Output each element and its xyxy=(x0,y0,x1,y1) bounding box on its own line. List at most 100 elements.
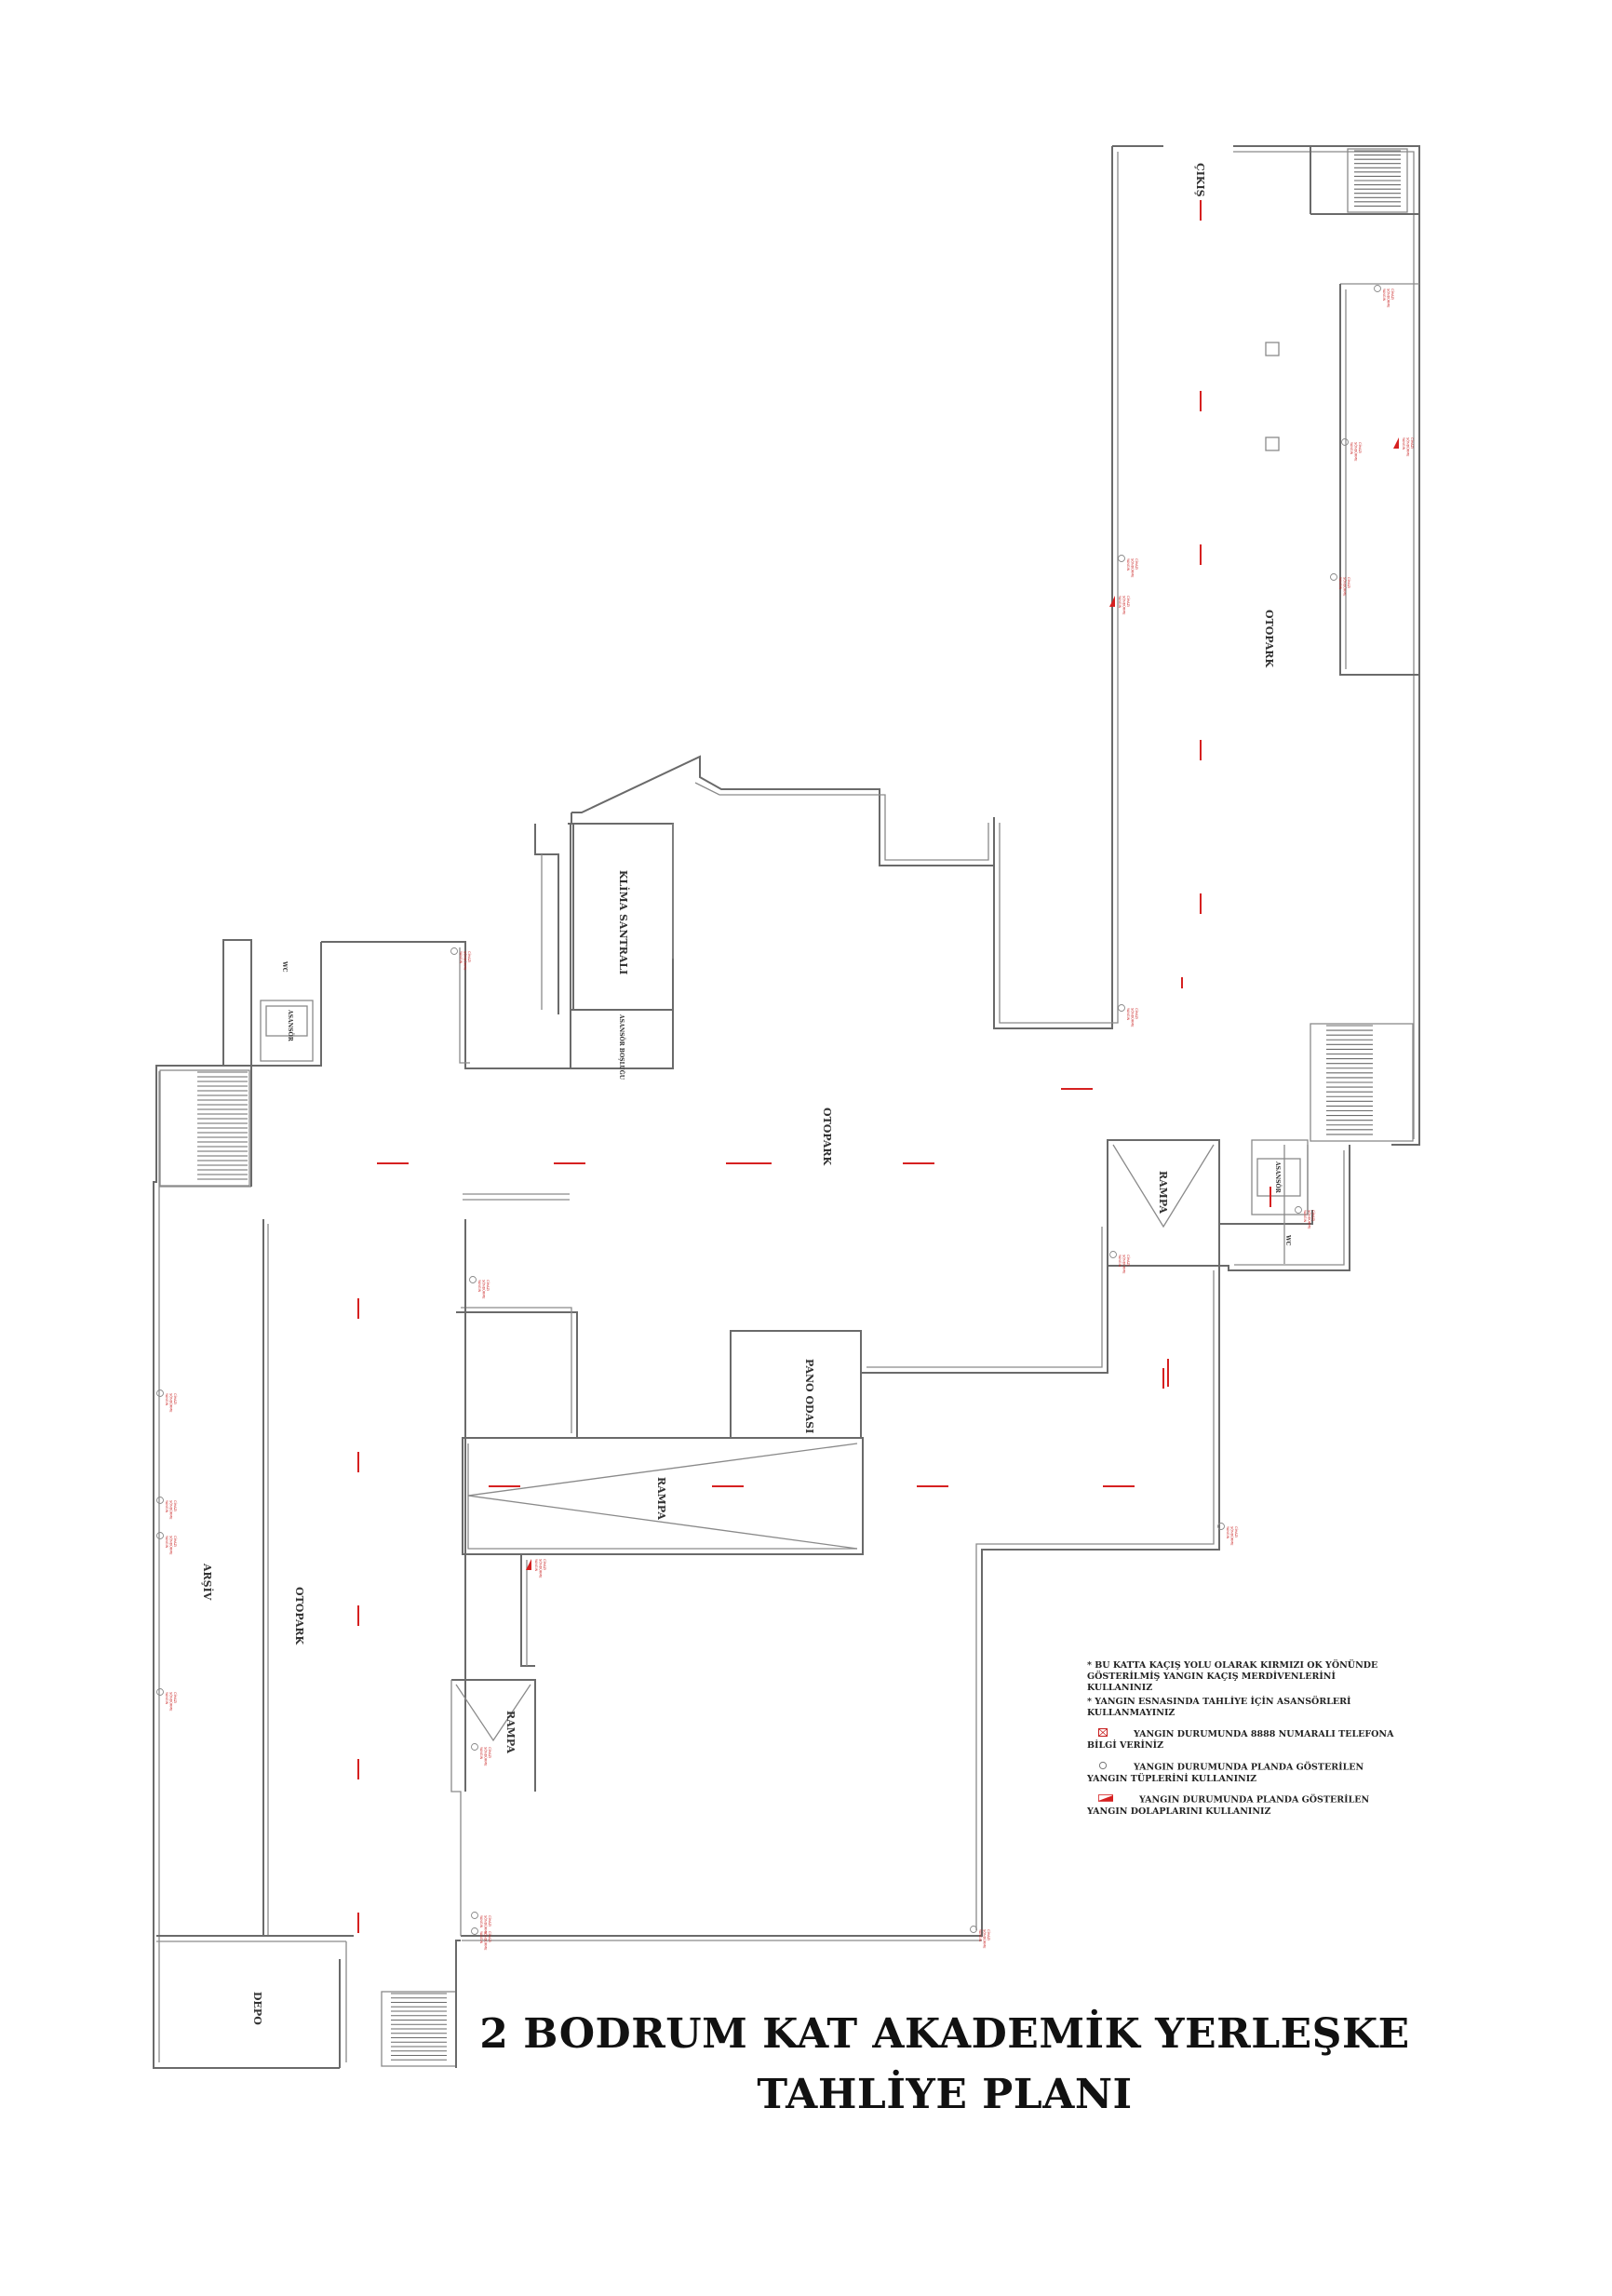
equipment-label: YANGIN xyxy=(1303,1210,1307,1223)
extinguisher-circle xyxy=(156,1688,164,1696)
label-rampa-center: RAMPA xyxy=(655,1477,667,1520)
cabinet-shape xyxy=(526,1559,531,1570)
legend-note-elevator: * YANGIN ESNASINDA TAHLİYE İÇİN ASANSÖRL… xyxy=(1087,1697,1351,1718)
equipment-label: CİHAZI xyxy=(1390,289,1395,300)
plan-title-line1: 2 BODRUM KAT AKADEMİK YERLEŞKE xyxy=(479,2010,1410,2058)
legend-note-escape: * BU KATTA KAÇIŞ YOLU OLARAK KIRMIZI OK … xyxy=(1087,1660,1378,1693)
legend-extinguisher-row: YANGIN DURUMUNDA PLANDA GÖSTERİLEN YANGI… xyxy=(1087,1761,1404,1785)
equipment-label: CİHAZI xyxy=(173,1500,178,1511)
label-pano: PANO ODASI xyxy=(803,1359,815,1433)
equipment-label: SÖNDÜRME xyxy=(169,1536,174,1555)
extinguisher-circle xyxy=(156,1532,164,1539)
extinguisher-circle xyxy=(1109,1251,1117,1258)
equipment-label: CİHAZI xyxy=(1126,1255,1131,1266)
extinguisher-circle xyxy=(1374,285,1381,292)
equipment-label: SÖNDÜRME xyxy=(463,951,468,971)
label-rampa-east: RAMPA xyxy=(1157,1171,1169,1214)
equipment-label: YANGIN xyxy=(1118,1255,1122,1268)
equipment-label: YANGIN xyxy=(1402,437,1405,450)
equipment-label: YANGIN xyxy=(1350,442,1353,455)
extinguisher-circle xyxy=(1118,555,1125,562)
label-rampa-sw: RAMPA xyxy=(504,1711,517,1753)
equipment-label: CİHAZI xyxy=(1410,437,1415,449)
extinguisher-circle xyxy=(1295,1206,1302,1214)
extinguisher-circle xyxy=(156,1497,164,1504)
equipment-label: CİHAZI xyxy=(1135,1008,1139,1019)
legend: * BU KATTA KAÇIŞ YOLU OLARAK KIRMIZI OK … xyxy=(1087,1660,1404,1818)
extinguisher-circle xyxy=(1341,438,1349,446)
equipment-label: CİHAZI xyxy=(486,1280,490,1291)
equipment-label: SÖNDÜRME xyxy=(539,1559,544,1578)
legend-phone-text: YANGIN DURUMUNDA 8888 NUMARALI TELEFONA … xyxy=(1087,1729,1394,1751)
legend-phone-row: YANGIN DURUMUNDA 8888 NUMARALI TELEFONA … xyxy=(1087,1728,1404,1752)
equipment-label: YANGIN xyxy=(1118,596,1122,609)
label-otopark-center: OTOPARK xyxy=(821,1108,833,1165)
label-asansor-east: ASANSÖR xyxy=(1274,1161,1281,1194)
exit-route-arrows xyxy=(357,200,1271,1933)
cabinet-shape xyxy=(1109,596,1115,607)
equipment-label: SÖNDÜRME xyxy=(169,1500,174,1520)
equipment-label: SÖNDÜRME xyxy=(1354,442,1359,462)
label-asansor-west: ASANSÖR xyxy=(287,1009,293,1042)
extinguisher-circle xyxy=(1330,573,1337,581)
label-wc-west: WC xyxy=(281,960,288,973)
label-arsiv: ARŞİV xyxy=(201,1563,214,1601)
equipment-label: CİHAZI xyxy=(1311,1210,1316,1221)
equipment-label: YANGIN xyxy=(479,1915,483,1928)
label-cikis: ÇIKIŞ xyxy=(1194,163,1206,197)
east-blocks xyxy=(1107,1139,1350,1271)
label-otopark-north: OTOPARK xyxy=(1263,610,1275,667)
extinguisher-circle xyxy=(970,1926,977,1933)
equipment-label: YANGIN xyxy=(978,1929,982,1942)
equipment-label: SÖNDÜRME xyxy=(1406,437,1411,457)
east-stairs xyxy=(1310,1023,1414,1142)
equipment-label: CİHAZI xyxy=(488,1931,492,1942)
fire-cabinet-icon xyxy=(1098,1794,1113,1806)
legend-extinguisher-text: YANGIN DURUMUNDA PLANDA GÖSTERİLEN YANGI… xyxy=(1087,1762,1364,1785)
north-wing-walls xyxy=(993,145,1420,1146)
north-stairs xyxy=(1347,148,1408,213)
equipment-label: YANGIN xyxy=(1382,289,1386,302)
equipment-label: SÖNDÜRME xyxy=(1308,1210,1312,1229)
south-stairs xyxy=(381,1991,457,2067)
equipment-label: SÖNDÜRME xyxy=(169,1393,174,1413)
equipment-label: YANGIN xyxy=(1126,558,1130,571)
equipment-label: CİHAZI xyxy=(543,1559,547,1570)
equipment-label: YANGIN xyxy=(1226,1526,1229,1539)
equipment-label: CİHAZI xyxy=(1135,558,1139,570)
extinguisher-circle xyxy=(450,947,458,955)
equipment-label: YANGIN xyxy=(459,951,463,964)
equipment-label: SÖNDÜRME xyxy=(1131,558,1135,578)
cabinet-shape xyxy=(1393,437,1399,449)
label-depo: DEPO xyxy=(251,1992,263,2025)
equipment-label: SÖNDÜRME xyxy=(484,1931,489,1951)
extinguisher-circle xyxy=(471,1927,478,1935)
equipment-label: YANGIN xyxy=(165,1692,168,1705)
equipment-label: CİHAZI xyxy=(1234,1526,1239,1537)
legend-cabinet-text: YANGIN DURUMUNDA PLANDA GÖSTERİLEN YANGI… xyxy=(1087,1794,1370,1817)
label-asansor-boslugu: ASANSÖR BOŞLUĞU xyxy=(618,1014,625,1081)
equipment-label: SÖNDÜRME xyxy=(983,1929,987,1949)
equipment-label: SÖNDÜRME xyxy=(1122,596,1127,615)
equipment-label: SÖNDÜRME xyxy=(482,1280,487,1299)
equipment-label: CİHAZI xyxy=(467,951,472,962)
arsiv-walls xyxy=(156,1219,354,2068)
extinguisher-circle xyxy=(471,1912,478,1919)
label-wc-east: WC xyxy=(1284,1234,1291,1246)
equipment-label: SÖNDÜRME xyxy=(1230,1526,1235,1546)
equipment-label: CİHAZI xyxy=(1358,442,1363,453)
